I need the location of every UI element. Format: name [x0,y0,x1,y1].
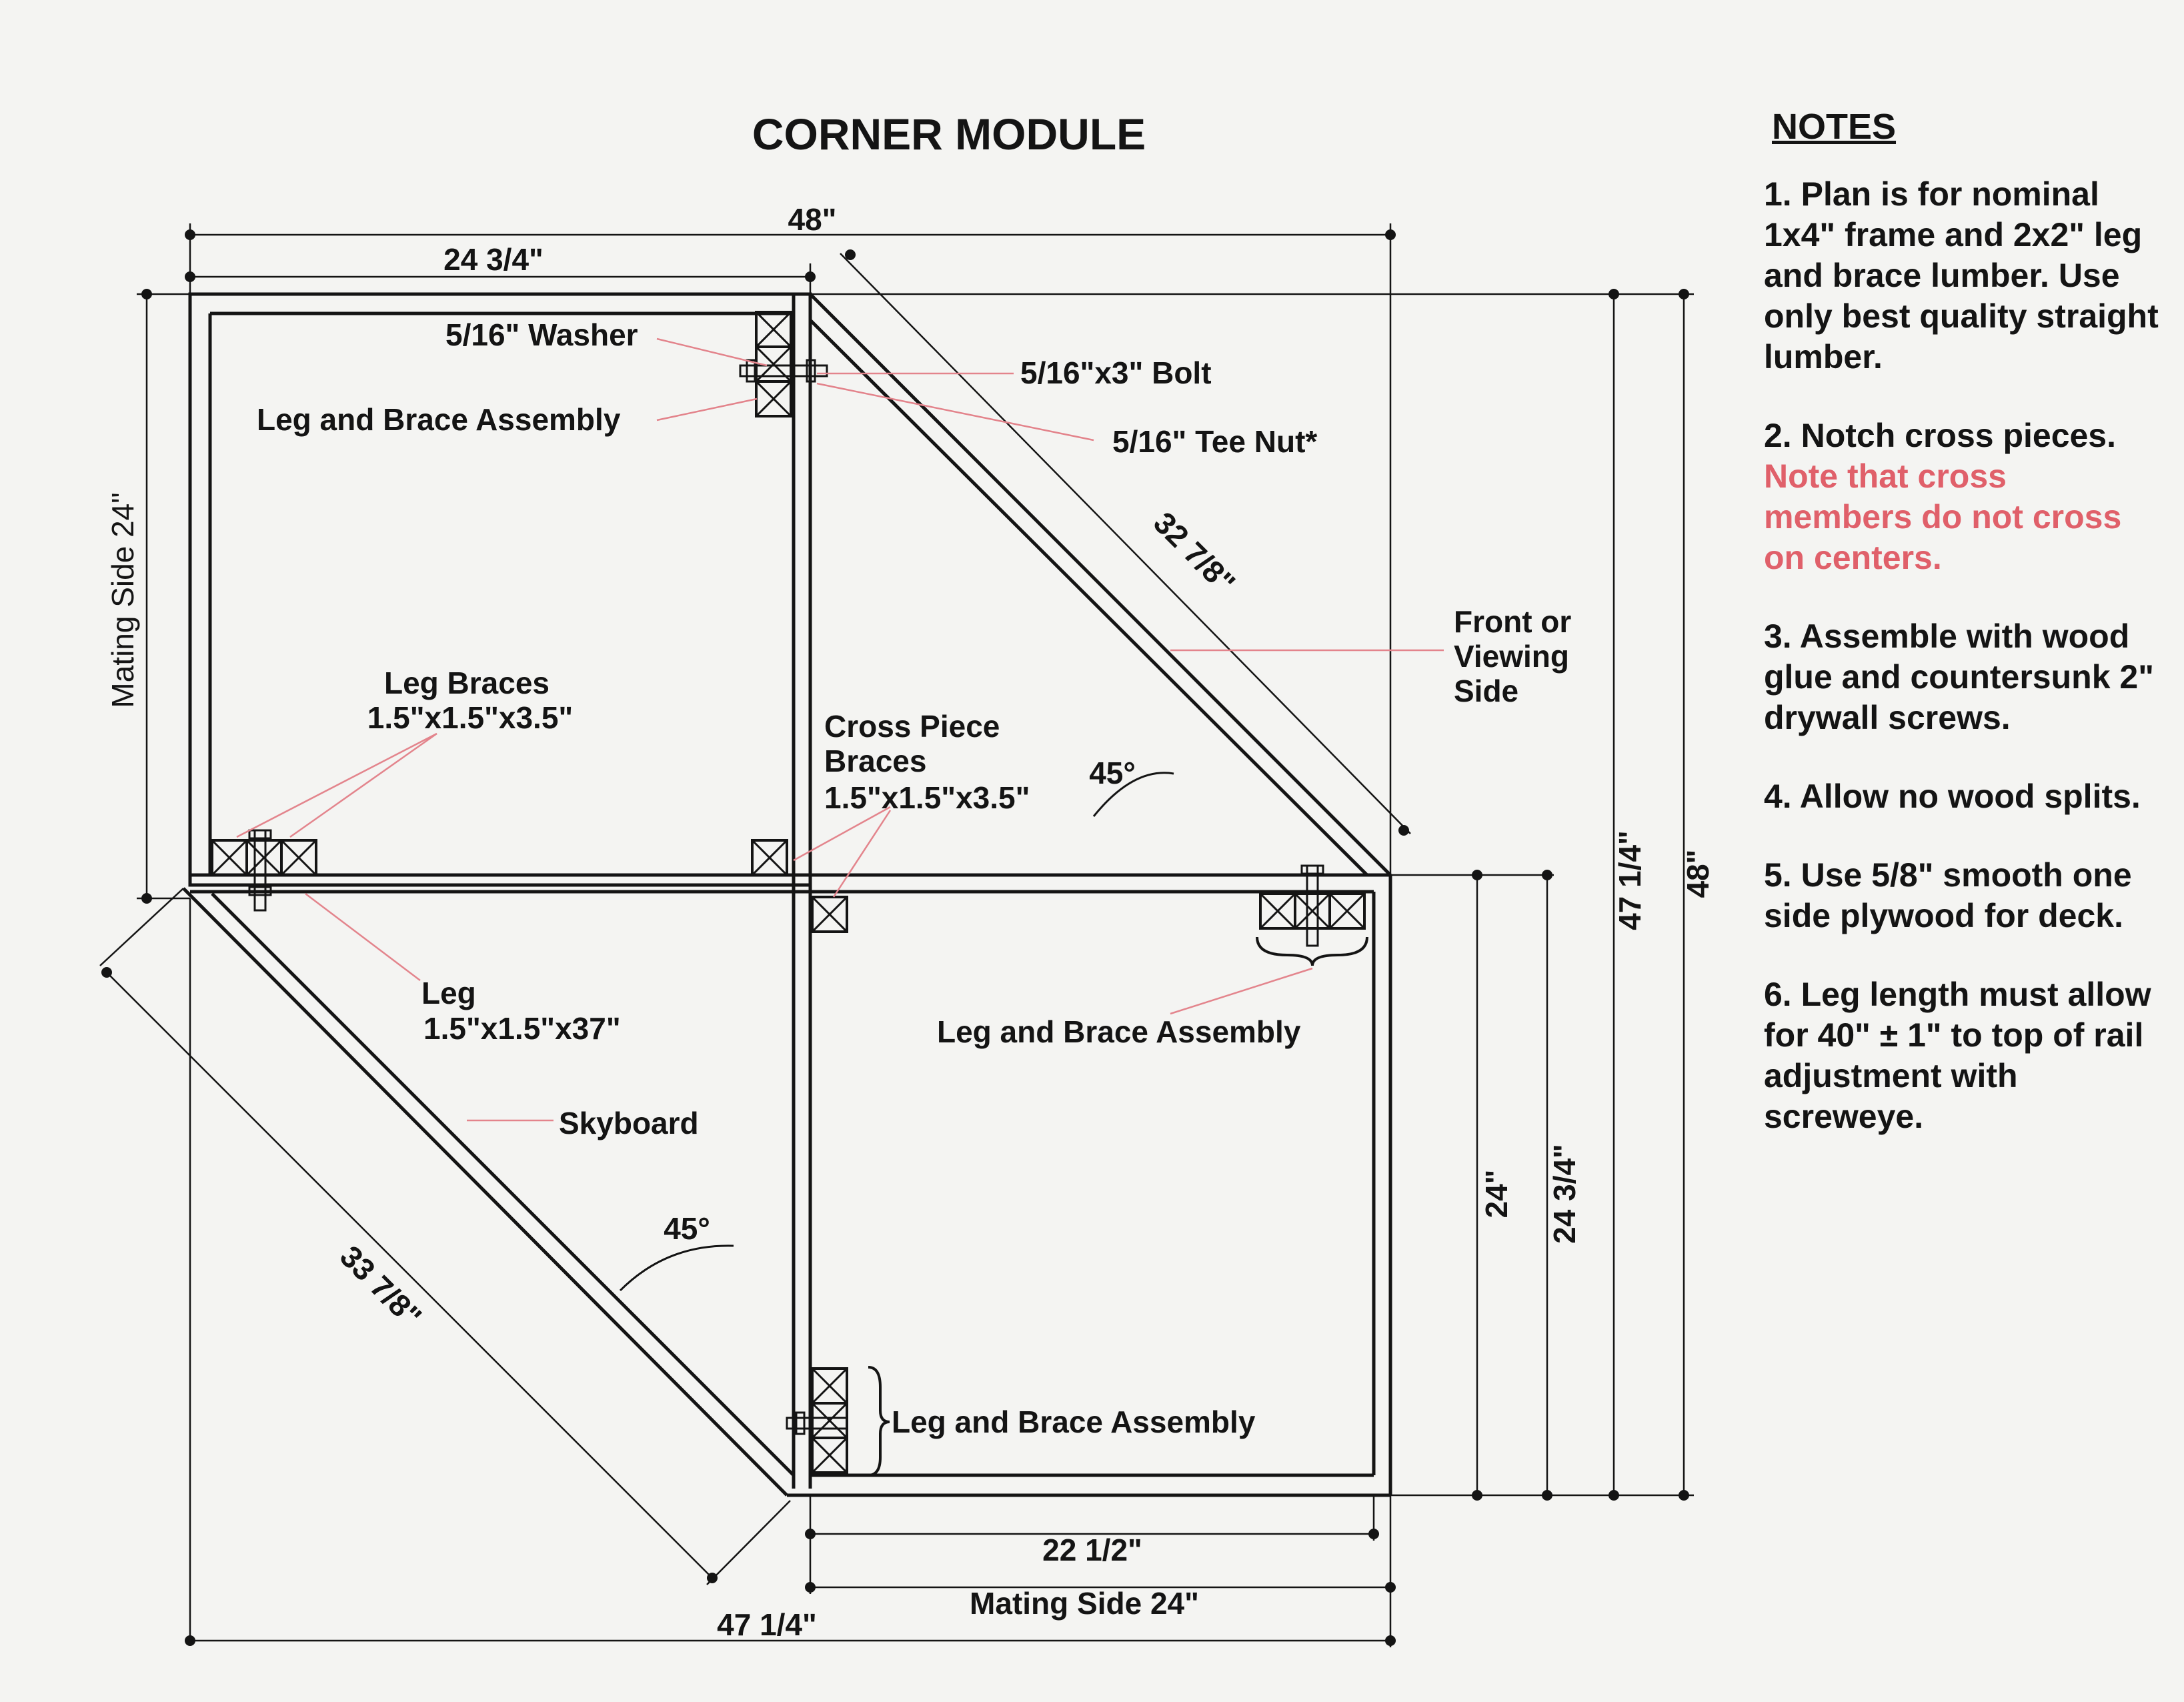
label-front-line3: Side [1454,674,1518,708]
bolt-right [1306,864,1319,947]
label-leg-braces-line1: Leg Braces [384,666,550,700]
dimension-dots [101,229,1689,1646]
note-5: 5. Use 5/8" smooth one side plywood for … [1764,856,2132,934]
note-1: 1. Plan is for nominal 1x4" frame and 2x… [1764,175,2159,375]
bolts [248,359,1324,1435]
note-3: 3. Assemble with wood glue and countersu… [1764,618,2154,736]
note-2-text: 2. Notch cross pieces. [1764,417,2117,454]
angle-bottom-label: 45° [664,1211,710,1246]
note-2-highlight: Note that cross members do not cross on … [1764,458,2122,576]
label-leg-brace-mid: Leg and Brace Assembly [937,1014,1301,1049]
brace-bottom-3 [811,1437,848,1474]
frame-upper-left [188,292,812,887]
dim-bottom-mating-side: Mating Side 24" [970,1586,1199,1621]
brace-top-1 [755,311,792,348]
bolt-left [253,829,267,912]
brace-right-1 [1259,892,1296,930]
notes-title: NOTES [1772,107,1897,147]
angle-arc-top [1092,772,1174,817]
note-4: 4. Allow no wood splits. [1764,778,2141,815]
brace-left-1 [211,839,248,876]
angle-arc-bottom [619,1244,734,1292]
label-bolt: 5/16"x3" Bolt [1020,355,1212,390]
label-tee-nut: 5/16" Tee Nut* [1112,424,1317,459]
dim-right-24-3-4: 24 3/4" [1547,1144,1582,1244]
brace-right-2 [1294,892,1331,930]
brace-bracket-bottom [868,1366,890,1477]
label-cross-line3: 1.5"x1.5"x3.5" [824,780,1030,815]
brace-bottom-1 [811,1367,848,1405]
bolt-bottom [786,1417,848,1430]
bolt-top [739,364,828,377]
dim-right-48: 48" [1681,850,1715,898]
brace-right-3 [1328,892,1366,930]
dim-top-overall: 48" [788,202,837,237]
diagonal-lower-outer [182,887,788,1497]
label-washer: 5/16" Washer [445,317,638,352]
label-leg-brace-bottom: Leg and Brace Assembly [892,1405,1256,1439]
angle-top-label: 45° [1089,756,1136,790]
dim-diagonal-bottom: 33 7/8" [333,1238,429,1334]
diagonal-upper-outer [809,293,1392,876]
dim-right-47: 47 1/4" [1612,830,1647,930]
label-cross-line2: Braces [824,744,926,778]
label-leg-braces-line2: 1.5"x1.5"x3.5" [367,700,573,735]
dim-top-left: 24 3/4" [443,242,543,277]
label-cross-line1: Cross Piece [824,709,1000,744]
brace-cross-1 [751,839,788,876]
label-leg-brace-top: Leg and Brace Assembly [257,402,621,437]
dimension-lines [99,223,1694,1647]
brace-bottom-2 [811,1402,848,1439]
label-front-line2: Viewing [1454,639,1569,674]
brace-left-3 [280,839,317,876]
notes-panel: NOTES 1. Plan is for nominal 1x4" frame … [1764,107,2164,1175]
frame [182,292,1392,1497]
dim-left-mating-side: Mating Side 24" [105,492,140,708]
leader-lines [236,337,1444,1122]
label-leg-line2: 1.5"x1.5"x37" [423,1011,621,1046]
dim-diagonal-top: 32 7/8" [1147,505,1242,600]
dim-right-24: 24" [1479,1170,1514,1218]
brace-top-3 [755,380,792,417]
brace-bracket-right [1256,936,1368,966]
note-2: 2. Notch cross pieces. Note that cross m… [1764,415,2164,578]
brace-left-2 [245,839,283,876]
brace-cross-2 [811,896,848,933]
label-leg-line1: Leg [421,976,476,1010]
label-front-line1: Front or [1454,604,1571,639]
dim-bottom-22-1-2: 22 1/2" [1042,1533,1142,1567]
diagonal-upper-inner [809,319,1368,876]
diagonal-lower-inner [211,892,795,1477]
label-skyboard: Skyboard [559,1106,699,1140]
dim-bottom-47: 47 1/4" [717,1607,817,1642]
page-title: CORNER MODULE [752,109,1146,159]
note-6: 6. Leg length must allow for 40" ± 1" to… [1764,976,2151,1135]
